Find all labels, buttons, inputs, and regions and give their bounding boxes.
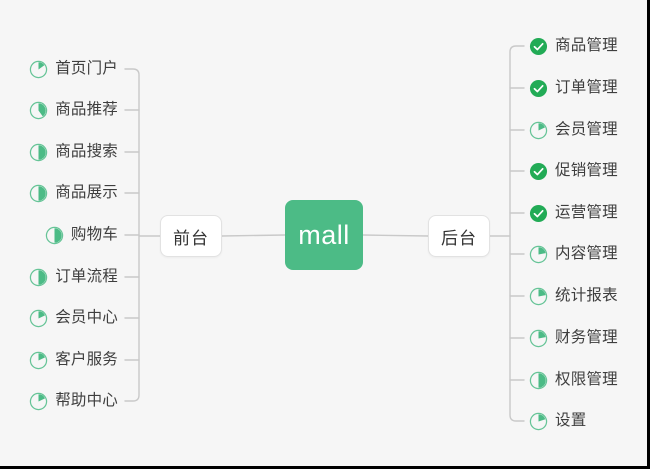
root-node-label: mall <box>298 219 350 250</box>
leaf-item-backend-1[interactable]: 订单管理 <box>529 75 618 101</box>
leaf-item-frontend-3[interactable]: 商品展示 <box>29 180 118 206</box>
leaf-item-backend-0[interactable]: 商品管理 <box>529 33 618 59</box>
leaf-item-frontend-5[interactable]: 订单流程 <box>29 264 118 290</box>
leaf-item-label: 促销管理 <box>555 162 618 179</box>
pie-progress-icon <box>529 329 548 347</box>
leaf-item-frontend-4[interactable]: 购物车 <box>45 222 118 248</box>
leaf-item-label: 运营管理 <box>555 204 618 221</box>
leaf-item-label: 订单流程 <box>55 268 118 285</box>
leaf-item-frontend-0[interactable]: 首页门户 <box>29 56 118 82</box>
branch-node-backend[interactable]: 后台 <box>428 215 490 257</box>
leaf-item-frontend-8[interactable]: 帮助中心 <box>29 388 118 414</box>
check-circle-icon <box>529 79 548 97</box>
pie-progress-icon <box>529 245 548 263</box>
check-circle-icon <box>529 204 548 222</box>
leaf-item-backend-6[interactable]: 统计报表 <box>529 283 618 309</box>
pie-progress-icon <box>529 121 548 139</box>
root-node-mall[interactable]: mall <box>285 200 363 270</box>
branch-node-label: 前台 <box>173 228 209 248</box>
branch-node-label: 后台 <box>441 228 477 248</box>
leaf-item-backend-2[interactable]: 会员管理 <box>529 117 618 143</box>
leaf-item-backend-4[interactable]: 运营管理 <box>529 200 618 226</box>
leaf-item-backend-8[interactable]: 权限管理 <box>529 367 618 393</box>
leaf-item-frontend-1[interactable]: 商品推荐 <box>29 97 118 123</box>
leaf-item-label: 统计报表 <box>555 287 618 304</box>
leaf-item-label: 会员管理 <box>555 121 618 138</box>
leaf-item-label: 权限管理 <box>555 371 618 388</box>
pie-progress-icon <box>29 101 48 119</box>
leaf-item-frontend-7[interactable]: 客户服务 <box>29 347 118 373</box>
leaf-item-label: 设置 <box>555 412 587 429</box>
leaf-item-backend-3[interactable]: 促销管理 <box>529 158 618 184</box>
pie-progress-icon <box>29 392 48 410</box>
check-circle-icon <box>529 162 548 180</box>
leaf-item-label: 客户服务 <box>55 351 118 368</box>
leaf-item-label: 商品管理 <box>555 37 618 54</box>
pie-progress-icon <box>45 226 64 244</box>
pie-progress-icon <box>29 60 48 78</box>
pie-progress-icon <box>29 268 48 286</box>
leaf-item-backend-9[interactable]: 设置 <box>529 408 586 434</box>
leaf-item-label: 商品推荐 <box>55 101 118 118</box>
leaf-item-label: 首页门户 <box>55 60 118 77</box>
leaf-item-label: 会员中心 <box>55 309 118 326</box>
leaf-item-label: 商品搜索 <box>55 143 118 160</box>
leaf-item-frontend-2[interactable]: 商品搜索 <box>29 139 118 165</box>
leaf-item-backend-5[interactable]: 内容管理 <box>529 241 618 267</box>
leaf-item-label: 商品展示 <box>55 184 118 201</box>
leaf-item-frontend-6[interactable]: 会员中心 <box>29 305 118 331</box>
leaf-item-label: 购物车 <box>70 226 118 243</box>
leaf-item-label: 财务管理 <box>555 329 618 346</box>
leaf-item-label: 订单管理 <box>555 79 618 96</box>
pie-progress-icon <box>29 351 48 369</box>
pie-progress-icon <box>29 184 48 202</box>
branch-node-frontend[interactable]: 前台 <box>160 215 222 257</box>
pie-progress-icon <box>29 309 48 327</box>
check-circle-icon <box>529 37 548 55</box>
leaf-item-label: 帮助中心 <box>55 392 118 409</box>
pie-progress-icon <box>529 287 548 305</box>
pie-progress-icon <box>29 143 48 161</box>
leaf-item-label: 内容管理 <box>555 245 618 262</box>
bottom-edge-strip <box>0 466 650 469</box>
leaf-item-backend-7[interactable]: 财务管理 <box>529 325 618 351</box>
pie-progress-icon <box>529 371 548 389</box>
right-edge-strip <box>647 0 650 469</box>
pie-progress-icon <box>529 412 548 430</box>
